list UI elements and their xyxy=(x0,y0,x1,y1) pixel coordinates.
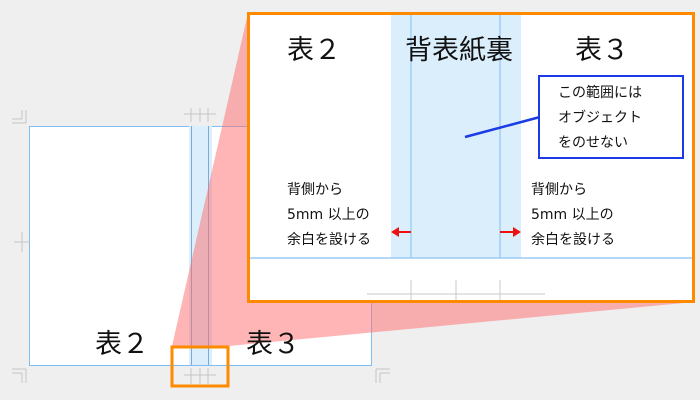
zoom-cone xyxy=(172,13,694,346)
callout-line: この範囲には xyxy=(558,85,642,101)
arrow-left-icon xyxy=(391,227,411,237)
zoom-source-highlight xyxy=(170,345,230,388)
zoom-left-label: 表２ xyxy=(287,35,341,66)
note-line: 余白を設ける xyxy=(531,232,615,248)
crop-marks xyxy=(12,108,390,384)
zoom-spine-label: 背表紙裏 xyxy=(405,35,513,66)
note-line: 5mm 以上の xyxy=(531,207,614,223)
spine-band-zoom xyxy=(391,15,521,258)
left-margin-note: 背側から 5mm 以上の 余白を設ける xyxy=(287,178,371,253)
note-line: 背側から xyxy=(287,182,343,198)
callout-leader-line xyxy=(464,115,541,139)
crop-marks-zoom xyxy=(367,280,545,300)
callout-line: をのせない xyxy=(558,135,628,151)
note-line: 背側から xyxy=(531,182,587,198)
overview-left-page-label: 表２ xyxy=(95,329,149,360)
note-line: 5mm 以上の xyxy=(287,207,370,223)
no-object-callout: この範囲には オブジェクト をのせない xyxy=(538,75,684,159)
overview-right-page-label: 表３ xyxy=(246,329,300,360)
right-margin-note: 背側から 5mm 以上の 余白を設ける xyxy=(531,178,615,253)
note-line: 余白を設ける xyxy=(287,232,371,248)
arrow-right-icon xyxy=(500,227,521,237)
zoom-right-label: 表３ xyxy=(575,35,629,66)
callout-line: オブジェクト xyxy=(558,110,642,126)
